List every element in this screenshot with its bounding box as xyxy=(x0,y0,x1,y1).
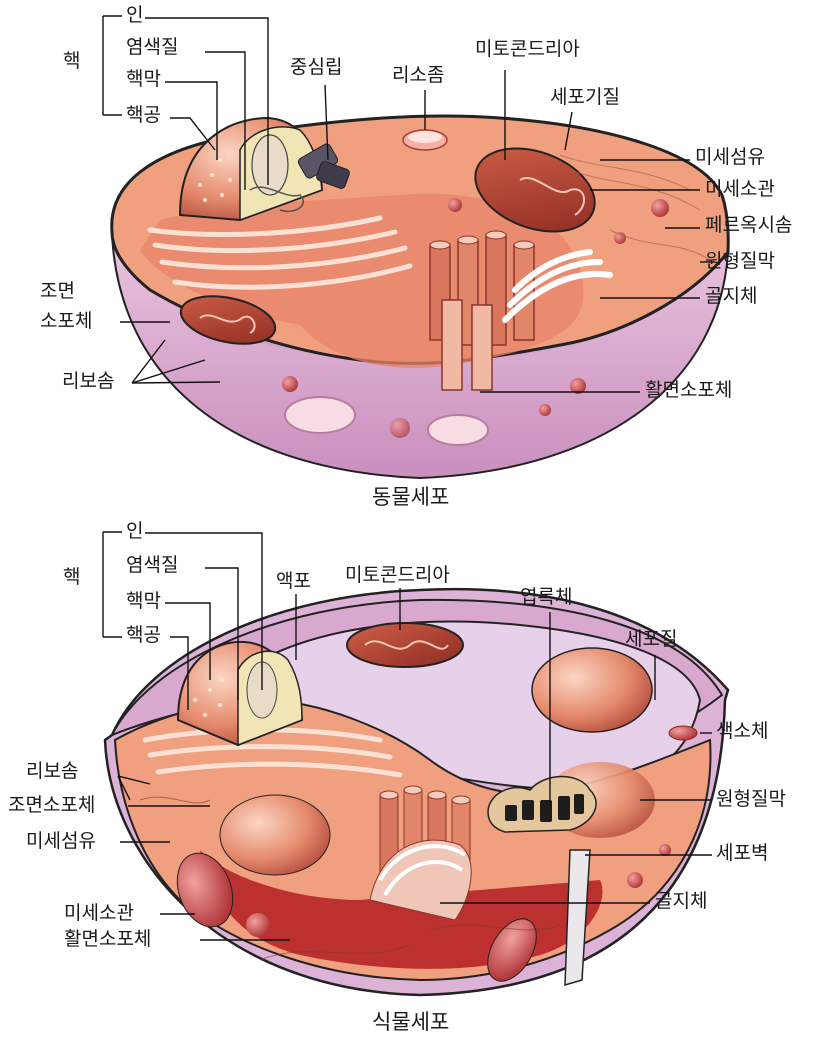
animal-label-rough-er-1: 조면 xyxy=(40,282,75,301)
animal-label-plasma-membrane: 원형질막 xyxy=(705,252,775,271)
animal-label-mitochondrion: 미토콘드리아 xyxy=(475,40,580,59)
plant-label-chromoplast: 색소체 xyxy=(716,722,768,741)
plant-label-nucleolus: 인 xyxy=(126,522,143,541)
animal-label-rough-er-2: 소포체 xyxy=(40,312,92,331)
plant-label-microtubule: 미세소관 xyxy=(64,904,134,923)
plant-caption: 식물세포 xyxy=(372,1012,449,1033)
plant-mitochondrion xyxy=(347,623,463,667)
plant-label-rough-er: 조면소포체 xyxy=(8,796,95,815)
plant-label-chloroplast: 엽록체 xyxy=(520,588,572,607)
plant-label-nuclear-envelope: 핵막 xyxy=(126,592,161,611)
animal-label-nuclear-pore: 핵공 xyxy=(126,106,161,125)
plant-label-ribosome: 리보솜 xyxy=(26,762,78,781)
plant-label-cell-wall: 세포벽 xyxy=(716,844,768,863)
plant-cell xyxy=(105,589,728,995)
animal-cell xyxy=(112,116,728,478)
animal-label-cytosol: 세포기질 xyxy=(550,88,620,107)
animal-label-chromatin: 염색질 xyxy=(126,38,178,57)
animal-label-peroxisome: 페르옥시솜 xyxy=(705,216,792,235)
animal-label-microfilament: 미세섬유 xyxy=(695,148,765,167)
plant-label-smooth-er: 활면소포체 xyxy=(64,930,151,949)
animal-label-lysosome: 리소좀 xyxy=(392,66,444,85)
animal-label-microtubule: 미세소관 xyxy=(705,180,775,199)
plant-label-mitochondrion: 미토콘드리아 xyxy=(345,566,450,585)
plant-chromoplast xyxy=(669,726,697,740)
animal-label-nuclear-envelope: 핵막 xyxy=(126,70,161,89)
animal-label-nucleolus: 인 xyxy=(126,6,143,25)
animal-lysosome xyxy=(403,130,447,150)
plant-label-golgi: 골지체 xyxy=(655,892,707,911)
animal-label-smooth-er: 활면소포체 xyxy=(645,381,732,400)
plant-label-chromatin: 염색질 xyxy=(126,556,178,575)
animal-caption: 동물세포 xyxy=(372,487,449,508)
animal-label-centriole: 중심립 xyxy=(290,58,342,77)
animal-label-golgi: 골지체 xyxy=(705,287,757,306)
plant-label-vacuole: 액포 xyxy=(276,572,311,591)
plant-label-cytoplasm: 세포질 xyxy=(625,630,677,649)
plant-label-nuclear-pore: 핵공 xyxy=(126,626,161,645)
animal-label-ribosome: 리보솜 xyxy=(62,372,114,391)
plant-label-nucleus: 핵 xyxy=(63,568,80,587)
plant-wall-slab xyxy=(565,850,590,985)
plant-label-microfilament: 미세섬유 xyxy=(26,832,96,851)
animal-label-nucleus: 핵 xyxy=(63,52,80,71)
plant-label-plasma-membrane: 원형질막 xyxy=(716,790,786,809)
